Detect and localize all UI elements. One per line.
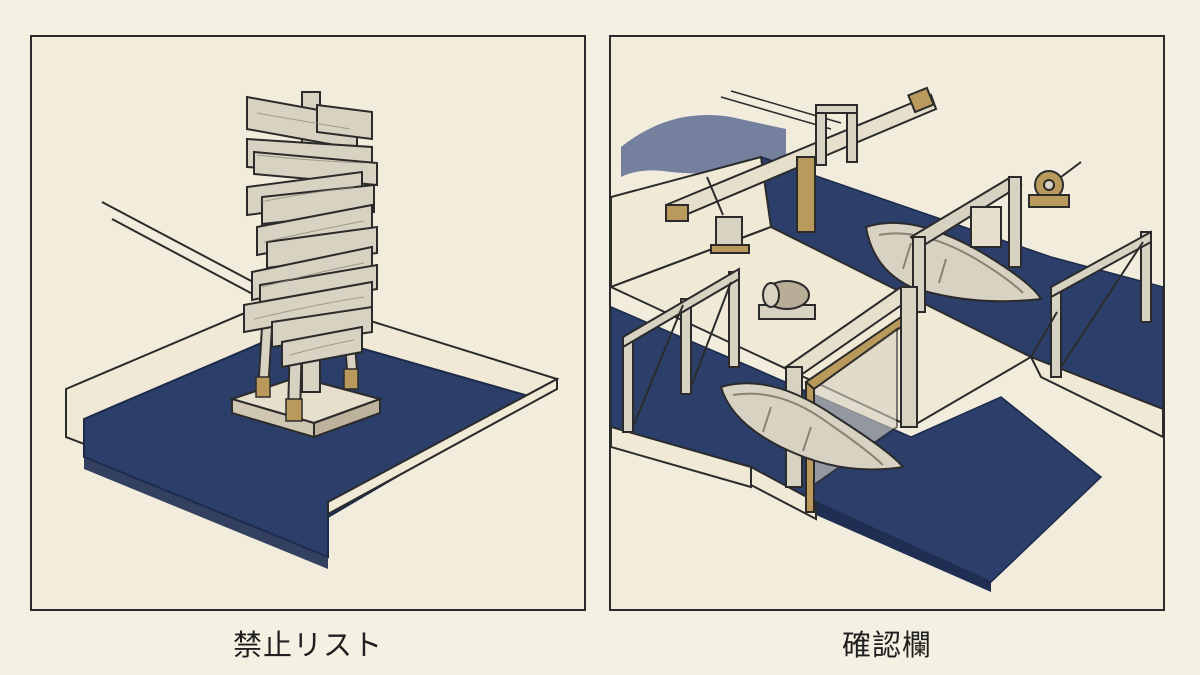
canal-lock-illustration — [611, 86, 1163, 592]
right-illustration-panel — [609, 35, 1165, 611]
cable-winch — [758, 280, 816, 320]
caption-prohibition-list: 禁止リスト — [232, 628, 383, 662]
left-illustration-panel — [30, 35, 586, 611]
gate-frame-upper — [815, 104, 858, 166]
plank-2 — [316, 103, 373, 141]
fence-left — [622, 267, 740, 433]
beam-support — [706, 156, 816, 254]
lower-boat — [719, 382, 905, 471]
plank-tower-illustration — [65, 91, 560, 569]
planks — [243, 95, 378, 369]
caption-confirmation-field: 確認欄 — [841, 628, 932, 662]
road-edge — [101, 201, 273, 300]
plank-8 — [266, 225, 378, 270]
plank-12 — [271, 305, 373, 349]
lock-gate-upper-right — [909, 175, 1023, 313]
gear-winch — [1028, 161, 1082, 208]
fence-gate-right — [1030, 230, 1152, 378]
